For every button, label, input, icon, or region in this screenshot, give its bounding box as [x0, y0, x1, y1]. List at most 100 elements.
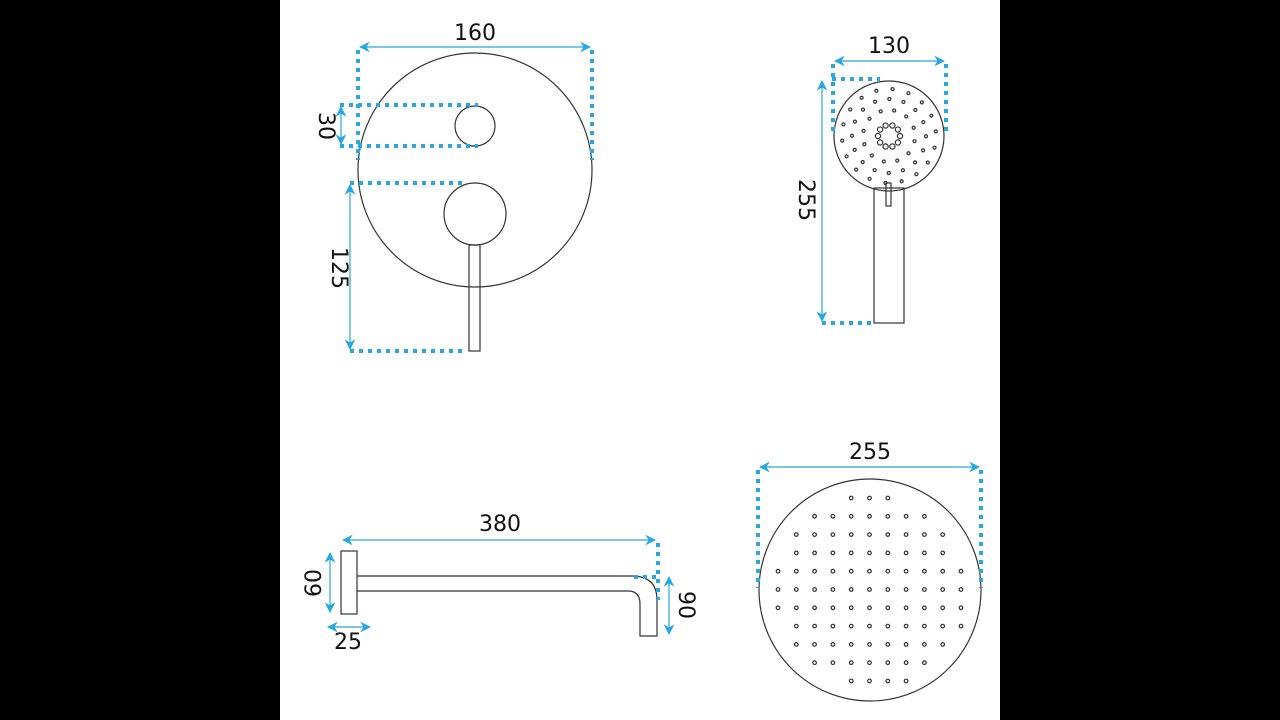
- rain-head-nozzles: [775, 495, 964, 684]
- nozzle: [830, 513, 836, 519]
- nozzle: [867, 568, 872, 574]
- arm-pipe: [357, 575, 658, 637]
- nozzle: [922, 605, 927, 611]
- nozzle: [812, 605, 817, 611]
- nozzle: [903, 532, 909, 537]
- nozzle: [922, 587, 927, 592]
- dim-arm-length: 380: [479, 512, 521, 537]
- nozzle: [903, 678, 909, 684]
- nozzle: [885, 550, 891, 556]
- nozzle: [903, 513, 909, 519]
- nozzle: [940, 605, 946, 611]
- nozzle: [885, 568, 891, 574]
- nozzle: [922, 513, 927, 519]
- nozzle: [925, 160, 930, 165]
- nozzle: [885, 532, 891, 537]
- nozzle: [906, 91, 911, 96]
- nozzle: [830, 587, 836, 592]
- dim-mixer-lever: 125: [326, 247, 351, 289]
- dim-hand-width: 130: [868, 34, 910, 59]
- nozzle: [867, 623, 872, 629]
- nozzle: [848, 532, 854, 537]
- dim-mixer-button: 30: [313, 112, 338, 140]
- dim-arm-drop: 90: [673, 591, 698, 619]
- dim-flange-height: 60: [302, 569, 327, 597]
- nozzle: [860, 107, 866, 112]
- nozzle: [922, 532, 927, 537]
- nozzle: [903, 642, 909, 647]
- nozzle: [844, 154, 849, 159]
- nozzle: [848, 605, 854, 611]
- nozzle: [867, 495, 872, 501]
- nozzle: [867, 116, 872, 121]
- nozzle: [903, 568, 909, 574]
- nozzle: [923, 134, 929, 139]
- nozzle: [933, 129, 938, 134]
- nozzle: [830, 568, 836, 574]
- nozzle: [872, 99, 878, 104]
- nozzle: [889, 143, 896, 150]
- dim-mixer-width: 160: [454, 21, 496, 46]
- nozzle: [793, 550, 799, 556]
- nozzle: [922, 660, 927, 666]
- nozzle: [830, 532, 836, 537]
- nozzle: [958, 568, 964, 574]
- nozzle: [940, 587, 946, 592]
- nozzle: [793, 587, 799, 592]
- nozzle: [775, 568, 781, 574]
- nozzle: [894, 139, 902, 146]
- mixer-plate: 160 30 125: [313, 21, 594, 353]
- nozzle: [793, 532, 799, 537]
- nozzle: [812, 532, 817, 537]
- nozzle: [852, 147, 857, 153]
- nozzle: [848, 587, 854, 592]
- nozzle: [892, 108, 897, 113]
- nozzle: [872, 167, 877, 173]
- nozzle: [812, 587, 817, 592]
- nozzle: [775, 605, 781, 611]
- nozzle: [848, 642, 854, 647]
- nozzle: [922, 623, 927, 629]
- dim-hand-height: 255: [793, 179, 818, 221]
- nozzle: [848, 623, 854, 629]
- nozzle: [885, 623, 891, 629]
- nozzle: [860, 159, 865, 165]
- shower-arm: 380 60 25 90: [302, 512, 698, 655]
- hand-shower-head: [833, 80, 945, 192]
- nozzle: [886, 170, 891, 176]
- nozzle: [848, 678, 854, 684]
- nozzle: [881, 159, 886, 164]
- nozzle: [885, 513, 891, 519]
- nozzle: [812, 550, 817, 556]
- nozzle: [869, 153, 874, 158]
- hand-shower-handle: [873, 187, 905, 324]
- nozzle: [940, 642, 946, 647]
- nozzle: [848, 568, 854, 574]
- hand-shower: 130 255: [793, 34, 948, 325]
- nozzle: [903, 587, 909, 592]
- nozzle: [929, 113, 934, 118]
- nozzle: [932, 145, 937, 150]
- nozzle: [830, 550, 836, 556]
- nozzle: [911, 125, 916, 130]
- nozzle: [812, 623, 817, 629]
- mixer-knob: [443, 182, 507, 246]
- nozzle: [830, 642, 836, 647]
- nozzle: [793, 605, 799, 611]
- nozzle: [901, 99, 906, 105]
- nozzle: [912, 139, 917, 144]
- nozzle: [920, 148, 926, 153]
- nozzle: [899, 179, 904, 184]
- nozzle: [889, 122, 896, 129]
- nozzle: [922, 568, 927, 574]
- nozzle: [913, 107, 918, 113]
- nozzle: [849, 133, 855, 138]
- nozzle: [958, 623, 964, 629]
- nozzle: [885, 660, 891, 666]
- nozzle: [830, 660, 836, 666]
- nozzle: [852, 119, 858, 124]
- nozzle: [940, 568, 946, 574]
- nozzle: [867, 513, 872, 519]
- nozzle: [904, 114, 909, 119]
